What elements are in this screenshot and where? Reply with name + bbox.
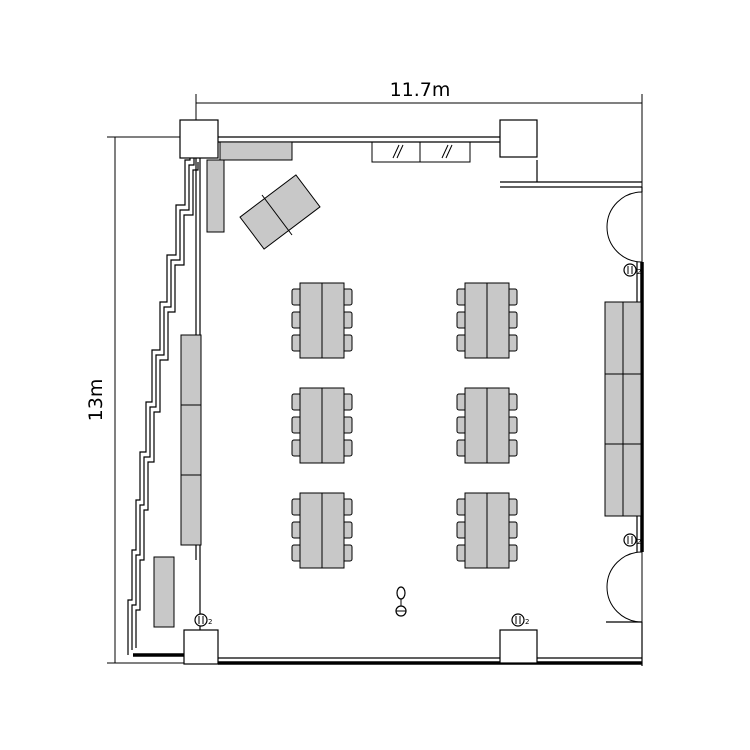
table-group [456, 492, 518, 569]
table-group [291, 492, 353, 569]
table-group [456, 387, 518, 464]
outlets: 2 2 2 2 [194, 263, 641, 627]
table-group [456, 282, 518, 359]
table-groups [291, 282, 518, 569]
height-label: 13m [85, 379, 107, 422]
outlet-icon: 2 [194, 613, 212, 627]
table-group [291, 387, 353, 464]
outlet-label: 2 [208, 618, 212, 626]
outlet-label: 2 [637, 538, 641, 546]
column-bottom-right [499, 629, 538, 664]
columns [179, 119, 538, 665]
width-dimension: 11.7m [195, 79, 643, 190]
floor-fixture [395, 586, 407, 617]
window-frames [371, 141, 471, 163]
outlet-icon: 2 [623, 263, 641, 277]
outlet-label: 2 [525, 618, 529, 626]
angled-table-pair [239, 174, 321, 250]
outlet-icon: 2 [623, 533, 641, 547]
column-top-right [499, 119, 538, 158]
column-top-left [179, 119, 219, 159]
stepped-window-wall [127, 150, 199, 655]
outlet-label: 2 [637, 268, 641, 276]
door-upper [606, 191, 643, 263]
left-side-tables [153, 159, 321, 628]
top-shelf [219, 141, 293, 161]
door-lower [606, 551, 643, 623]
width-label: 11.7m [390, 79, 451, 101]
column-bottom-left [183, 629, 219, 665]
height-dimension: 13m [85, 136, 190, 664]
table-group [291, 282, 353, 359]
right-side-tables [604, 301, 642, 517]
outlet-icon: 2 [511, 613, 529, 627]
